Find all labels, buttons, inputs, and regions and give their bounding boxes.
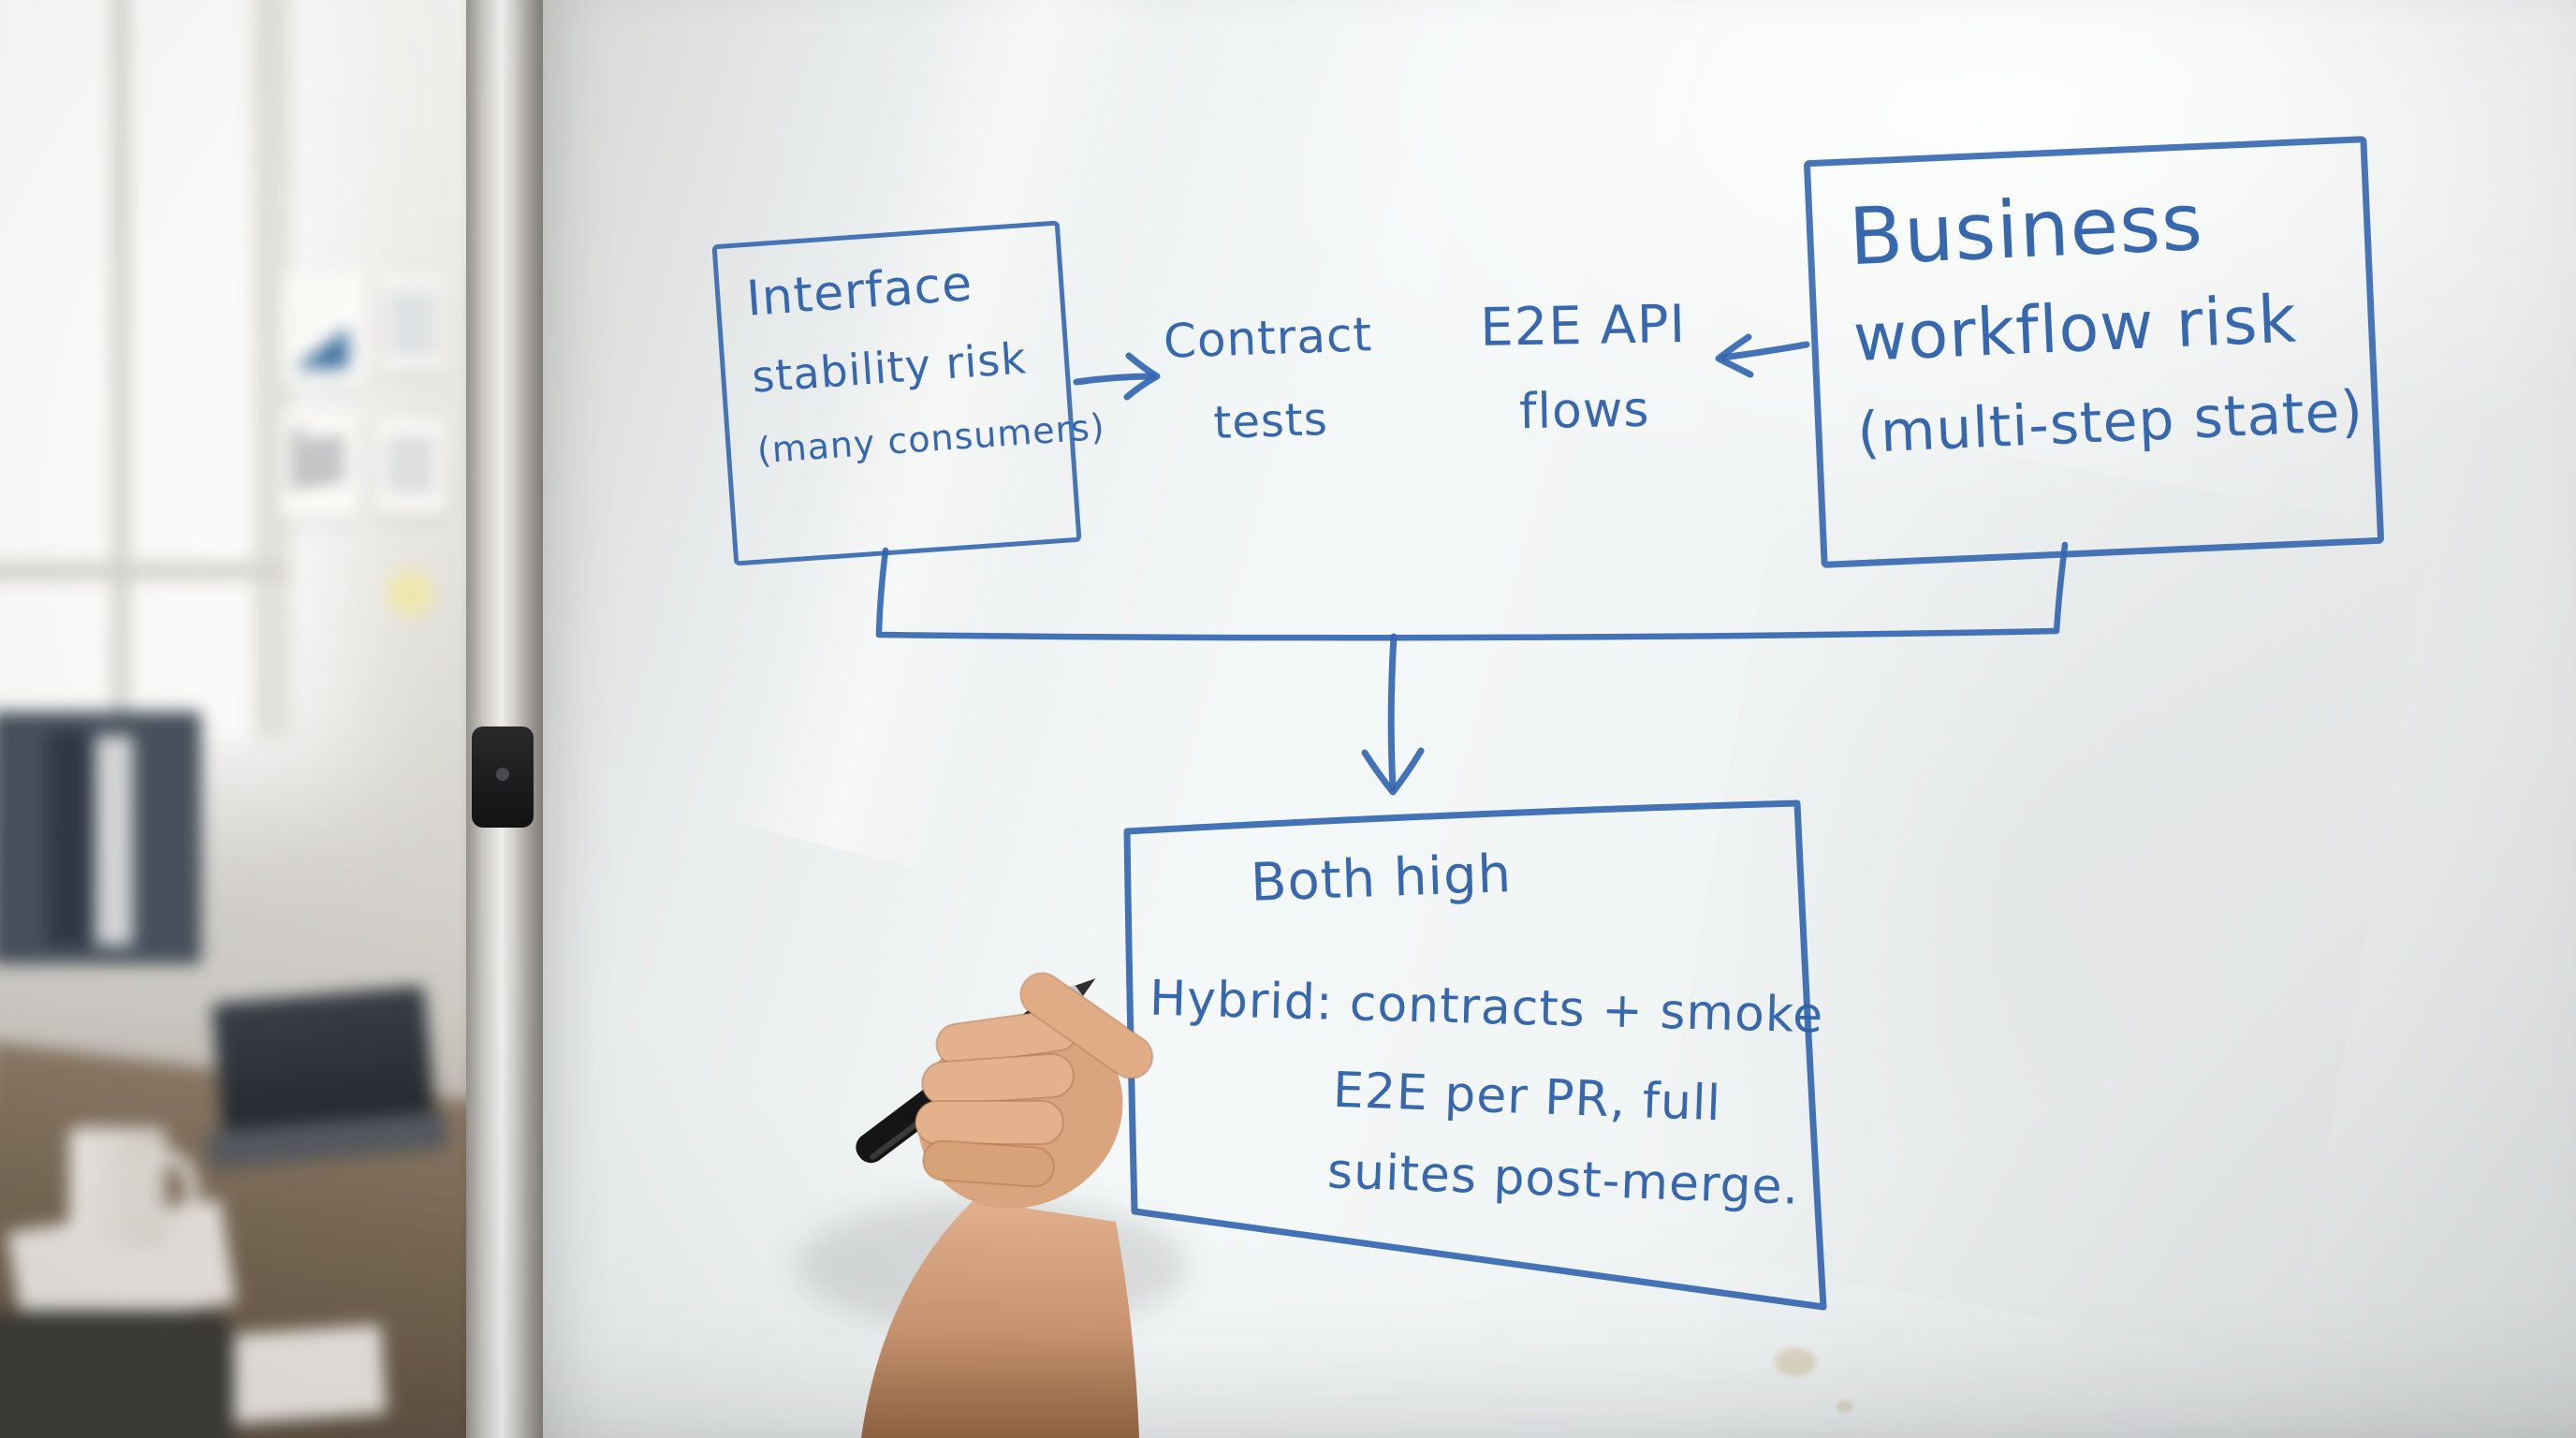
wall-scribble-poster — [279, 414, 359, 519]
business-workflow-box: Business workflow risk (multi-step state… — [1803, 136, 2385, 568]
e2e-api-line1: E2E API — [1479, 294, 1687, 359]
board-stain-small — [1837, 1401, 1853, 1412]
frame-clip — [472, 726, 534, 828]
sticky-note — [386, 569, 434, 618]
contract-tests-line2: tests — [1212, 392, 1329, 450]
interface-box-line1: Interface — [744, 256, 974, 328]
interface-stability-box: Interface stability risk (many consumers… — [711, 220, 1107, 566]
wall-poster — [380, 279, 446, 369]
poster-scribble-icon — [290, 433, 344, 489]
business-box-line2: workflow risk — [1852, 280, 2299, 377]
chair-shadow — [0, 1311, 234, 1438]
whiteboard-frame-rail — [466, 0, 543, 1438]
contract-tests-line1: Contract — [1162, 307, 1373, 369]
e2e-api-line2: flows — [1518, 381, 1650, 441]
business-box-line1: Business — [1847, 175, 2205, 284]
business-box-line3: (multi-step state) — [1856, 378, 2365, 467]
office-blur-layer — [0, 0, 545, 1438]
interface-box-line3: (many consumers) — [755, 405, 1107, 472]
wall-poster-2 — [376, 419, 446, 513]
interface-box-line2: stability risk — [750, 332, 1029, 403]
wall-chart-poster — [281, 271, 367, 386]
decision-box-title: Both high — [1249, 844, 1514, 914]
contract-tests-label: Contract tests — [1159, 307, 1381, 451]
office-background — [0, 0, 545, 1438]
shelf-binders — [0, 712, 201, 964]
binder-dark — [47, 730, 90, 946]
binder-light — [95, 736, 133, 946]
coffee-mug — [69, 1127, 198, 1245]
poster-chart-icon — [294, 328, 348, 369]
board-stain — [1775, 1348, 1816, 1376]
window — [0, 0, 290, 740]
e2e-api-flows-label: E2E API flows — [1459, 294, 1709, 442]
board-shadow-patch — [1645, 418, 2437, 1361]
